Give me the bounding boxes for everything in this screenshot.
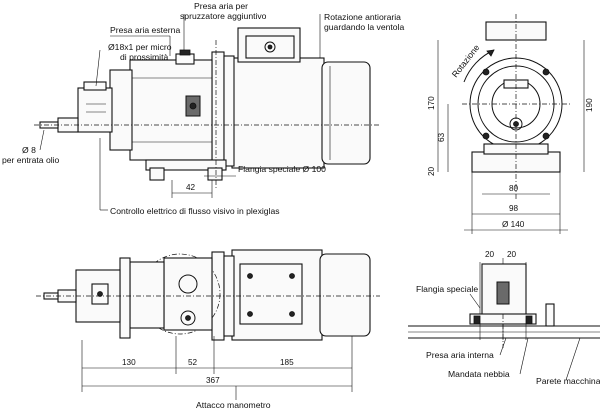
top-view: 130 52 185 367 Attacco manometro — [36, 249, 380, 410]
dim-185: 185 — [280, 358, 294, 367]
dim-190: 190 — [585, 98, 594, 112]
label-controllo: Controllo elettrico di flusso visivo in … — [110, 206, 280, 216]
dim-42: 42 — [186, 183, 196, 192]
dim-52: 52 — [188, 358, 198, 367]
label-presa-aria-1: Presa aria per — [194, 1, 248, 11]
label-parete-macchina: Parete macchina — [536, 376, 600, 386]
label-presa-aria-esterna: Presa aria esterna — [110, 25, 180, 35]
dim-170: 170 — [427, 96, 436, 110]
dim-20-left: 20 — [427, 166, 436, 176]
dim-20a: 20 — [485, 250, 495, 259]
label-flangia-100: Flangia speciale Ø 100 — [238, 164, 326, 174]
label-attacco-manometro: Attacco manometro — [196, 400, 271, 410]
mounting-detail: 20 20 Flangia speciale Presa aria intern… — [408, 250, 600, 386]
dim-80: 80 — [509, 184, 519, 193]
dim-367: 367 — [206, 376, 220, 385]
label-micro-2: di prossimità — [120, 52, 168, 62]
label-mandata-nebbia: Mandata nebbia — [448, 369, 510, 379]
label-micro-1: Ø18x1 per micro — [108, 42, 172, 52]
label-rotazione-2: guardando la ventola — [324, 22, 404, 32]
dim-130: 130 — [122, 358, 136, 367]
label-diam8: Ø 8 — [22, 145, 36, 155]
side-view: 42 Presa aria per spruzzatore aggiuntivo… — [2, 1, 404, 216]
dim-140: Ø 140 — [502, 220, 525, 229]
dim-20b: 20 — [507, 250, 517, 259]
label-entrata-olio: per entrata olio — [2, 155, 60, 165]
label-presa-aria-2: spruzzatore aggiuntivo — [180, 11, 267, 21]
label-presa-aria-interna: Presa aria interna — [426, 350, 494, 360]
label-rotazione-arrow: Rotazione — [450, 42, 482, 79]
label-rotazione-1: Rotazione antioraria — [324, 12, 401, 22]
front-view: Rotazione 170 63 20 190 80 98 Ø 140 — [427, 14, 594, 234]
dim-63: 63 — [437, 132, 446, 142]
label-flangia-speciale: Flangia speciale — [416, 284, 478, 294]
dim-98: 98 — [509, 204, 519, 213]
